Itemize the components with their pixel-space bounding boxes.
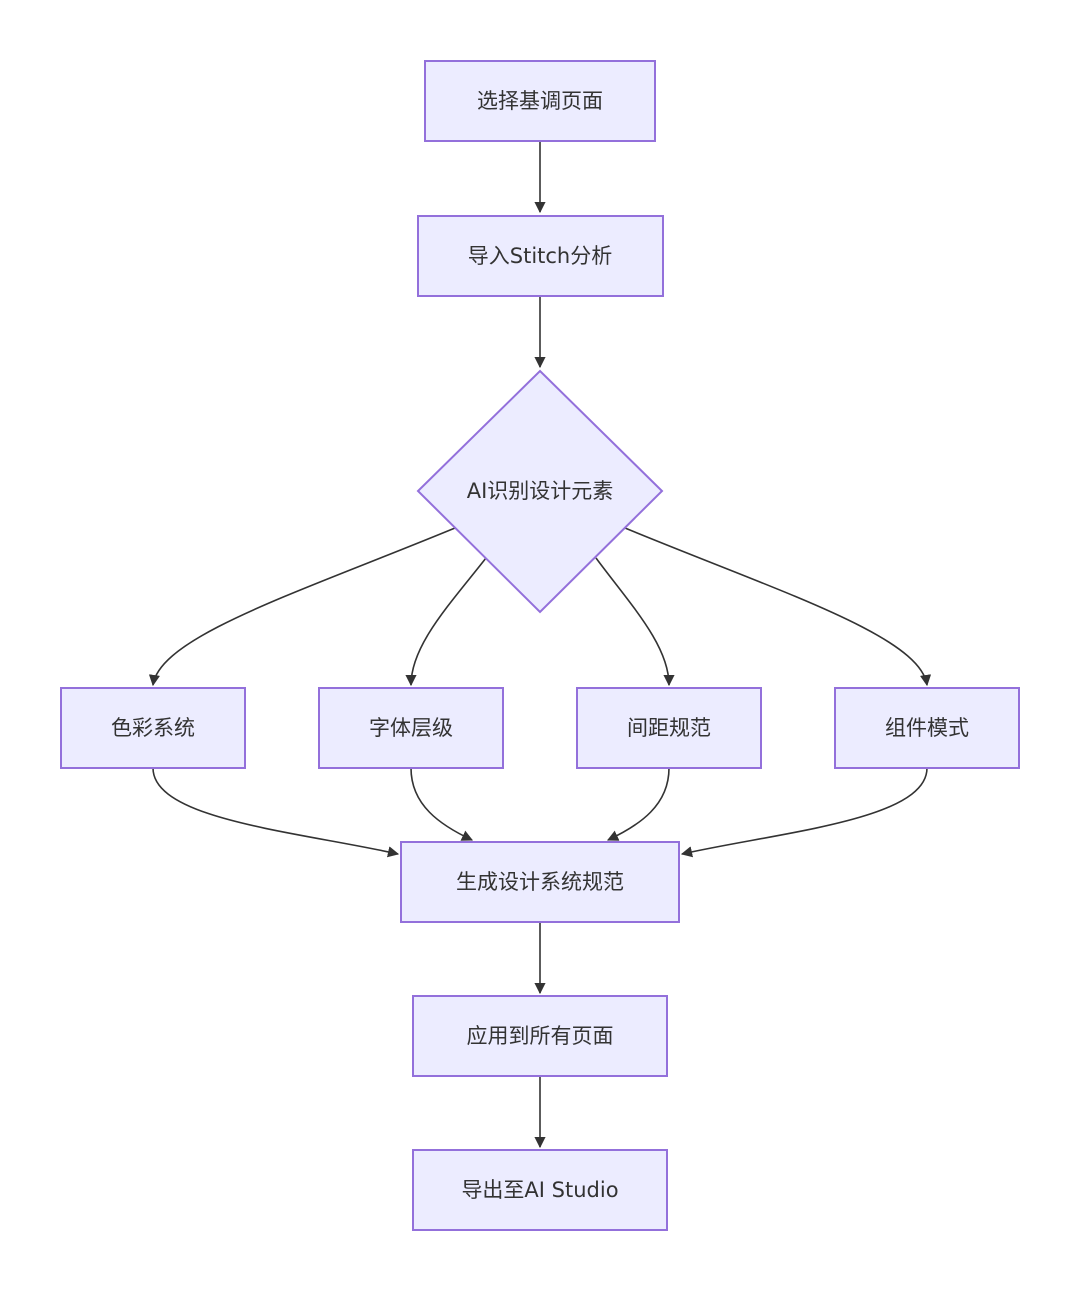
node-color-system-label: 色彩系统	[111, 716, 195, 740]
node-export-studio-label: 导出至AI Studio	[461, 1178, 618, 1202]
node-import-stitch-label: 导入Stitch分析	[468, 244, 613, 268]
node-ai-identify-label: AI识别设计元素	[467, 479, 614, 503]
edge-identify-to-color	[148, 527, 456, 687]
node-spacing: 间距规范	[576, 687, 762, 769]
edge-spacing-to-generate	[606, 767, 670, 841]
node-apply-all: 应用到所有页面	[412, 995, 668, 1077]
node-spacing-label: 间距规范	[627, 716, 711, 740]
node-typography-label: 字体层级	[369, 716, 453, 740]
edge-components-to-generate	[680, 767, 928, 858]
node-generate-spec: 生成设计系统规范	[400, 841, 680, 923]
node-select-page-label: 选择基调页面	[477, 89, 603, 113]
edge-identify-to-spacing	[595, 557, 675, 687]
edge-identify-to-components	[624, 527, 932, 687]
edge-color-to-generate	[152, 767, 400, 858]
node-generate-spec-label: 生成设计系统规范	[456, 870, 624, 894]
edge-typography-to-generate	[410, 767, 474, 841]
node-color-system: 色彩系统	[60, 687, 246, 769]
node-apply-all-label: 应用到所有页面	[467, 1024, 614, 1048]
node-components-label: 组件模式	[885, 716, 969, 740]
node-typography: 字体层级	[318, 687, 504, 769]
node-import-stitch: 导入Stitch分析	[417, 215, 664, 297]
node-select-page: 选择基调页面	[424, 60, 656, 142]
edge-identify-to-typography	[405, 557, 487, 687]
node-ai-identify: AI识别设计元素	[416, 369, 664, 614]
edges	[148, 141, 932, 1149]
node-export-studio: 导出至AI Studio	[412, 1149, 668, 1231]
node-components: 组件模式	[834, 687, 1020, 769]
